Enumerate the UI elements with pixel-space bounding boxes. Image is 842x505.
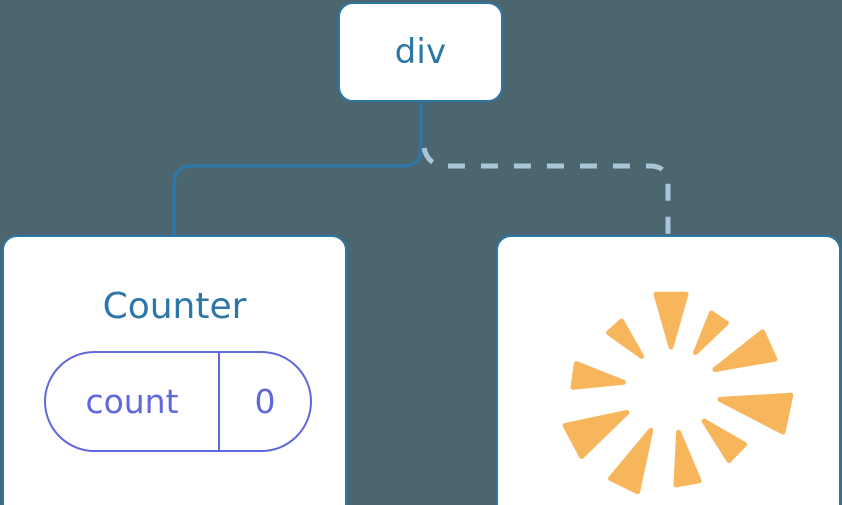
state-value-label: 0 — [254, 382, 276, 421]
state-pill-key-cell: count — [46, 353, 220, 450]
node-div[interactable]: div — [338, 2, 503, 102]
sparkle-burst-icon — [562, 291, 794, 495]
sparkle-ray-6 — [608, 427, 654, 495]
sparkle-ray-1 — [693, 310, 729, 355]
state-pill[interactable]: count 0 — [44, 351, 312, 452]
edge-div-to-counter — [172, 99, 423, 239]
node-counter-title: Counter — [102, 286, 247, 327]
sparkle-ray-5 — [673, 429, 702, 488]
edge-div-to-sparkle — [421, 147, 671, 237]
sparkle-ray-7 — [562, 410, 630, 459]
node-div-label: div — [394, 32, 447, 72]
node-counter[interactable]: Counter count 0 — [2, 235, 347, 505]
sparkle-ray-3 — [717, 392, 794, 435]
node-sparkle[interactable] — [496, 235, 841, 505]
sparkle-container — [498, 237, 839, 505]
sparkle-ray-8 — [570, 361, 626, 390]
sparkle-ray-4 — [701, 418, 747, 463]
state-key-label: count — [85, 382, 179, 421]
sparkle-ray-2 — [712, 329, 778, 372]
state-pill-value-cell: 0 — [220, 353, 310, 450]
sparkle-ray-0 — [653, 291, 689, 350]
sparkle-ray-9 — [606, 318, 645, 359]
